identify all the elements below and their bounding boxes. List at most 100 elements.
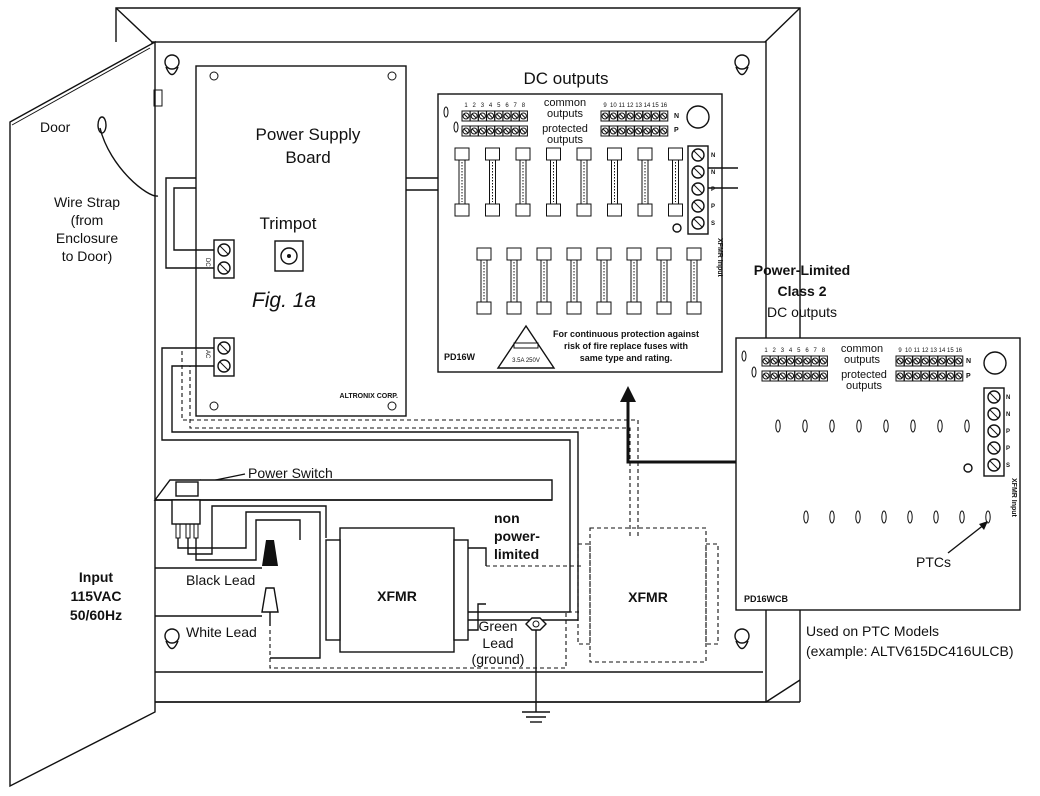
svg-text:Used on PTC Models: Used on PTC Models — [806, 623, 939, 639]
fuse-clip — [566, 247, 582, 261]
terminal-number: 1 — [464, 103, 468, 109]
terminal-number: 10 — [610, 103, 617, 109]
fuse-clip — [637, 147, 653, 161]
terminal-number: 4 — [489, 103, 493, 109]
terminal-number: 6 — [805, 348, 809, 354]
terminal-number: 2 — [773, 348, 777, 354]
ptc — [802, 419, 808, 433]
svg-text:(example: ALTV615DC416ULCB): (example: ALTV615DC416ULCB) — [806, 643, 1014, 659]
ptc — [829, 510, 835, 524]
alternate-transformer: XFMR — [577, 527, 719, 663]
terminal-number: 12 — [627, 103, 634, 109]
fuse-clip — [546, 147, 561, 161]
svg-text:(ground): (ground) — [472, 651, 525, 667]
svg-text:to Door): to Door) — [62, 248, 113, 264]
terminal-number: 11 — [619, 103, 626, 109]
wire-strap-label: Wire Strap (from Enclosure to Door) — [54, 194, 120, 264]
terminal-number: 16 — [955, 348, 962, 354]
terminal-number: 1 — [764, 348, 768, 354]
pd16wcb-label: PD16WCB — [744, 594, 789, 604]
input-terminal-letter: P — [1006, 446, 1010, 452]
terminal-number: 5 — [797, 348, 801, 354]
ptc — [964, 419, 970, 433]
ptc — [803, 510, 809, 524]
terminal-number: 11 — [914, 348, 921, 354]
svg-text:common: common — [841, 343, 883, 355]
terminal-number: 7 — [814, 348, 818, 354]
svg-text:power-: power- — [494, 528, 540, 544]
svg-text:same type and rating.: same type and rating. — [580, 353, 673, 363]
svg-text:risk of fire replace fuses wit: risk of fire replace fuses with — [564, 341, 688, 351]
svg-text:115VAC: 115VAC — [70, 588, 121, 604]
svg-text:P: P — [966, 373, 971, 380]
terminal-number: 9 — [898, 348, 902, 354]
input-terminal-letter: N — [711, 170, 715, 176]
xfmr-label: XFMR — [377, 588, 417, 604]
ptcs-label: PTCs — [916, 554, 951, 570]
svg-text:outputs: outputs — [844, 354, 881, 366]
white-lead-label: White Lead — [186, 624, 257, 640]
fuse-clip — [626, 247, 642, 261]
terminal-number: 3 — [481, 103, 485, 109]
terminal-number: 7 — [514, 103, 518, 109]
power-switch-label: Power Switch — [248, 465, 333, 481]
svg-text:outputs: outputs — [846, 380, 883, 392]
input-terminal-letter: P — [1006, 429, 1010, 435]
svg-text:outputs: outputs — [547, 134, 584, 146]
fuse-warning-label: For continuous protection against — [553, 329, 699, 339]
svg-text:Enclosure: Enclosure — [56, 230, 118, 246]
ptc — [855, 510, 861, 524]
fuse-clip — [485, 147, 500, 161]
non-power-limited-label: non power- limited — [494, 510, 540, 562]
green-lead-label: Green — [479, 618, 518, 634]
terminal-number: 13 — [635, 103, 642, 109]
power-limited-label: Power-Limited Class 2 DC outputs — [754, 262, 850, 320]
svg-text:outputs: outputs — [547, 108, 584, 120]
svg-text:Power-Limited: Power-Limited — [754, 262, 850, 278]
terminal-number: 16 — [660, 103, 667, 109]
fuse-clip — [686, 247, 702, 261]
ptc — [959, 510, 965, 524]
fuse-clip — [476, 247, 492, 261]
svg-text:Lead: Lead — [482, 635, 513, 651]
terminal-number: 10 — [905, 348, 912, 354]
door-label: Door — [40, 119, 71, 135]
terminal-number: 9 — [603, 103, 607, 109]
terminal-number: 15 — [947, 348, 954, 354]
svg-text:XFMR Input: XFMR Input — [716, 238, 723, 278]
svg-text:N: N — [674, 113, 679, 120]
fuse-clip — [454, 147, 470, 161]
terminal-number: 13 — [930, 348, 937, 354]
black-lead-label: Black Lead — [186, 572, 255, 588]
ac-terminal-block: AC — [204, 337, 235, 377]
svg-text:50/60Hz: 50/60Hz — [70, 607, 122, 623]
ptc — [883, 419, 889, 433]
ptc — [937, 419, 943, 433]
svg-text:P: P — [674, 127, 679, 134]
fuse-clip — [536, 247, 552, 261]
input-terminal-letter: S — [711, 221, 715, 227]
svg-text:Wire Strap: Wire Strap — [54, 194, 120, 210]
door — [9, 40, 163, 788]
common-outputs-label: common — [544, 97, 586, 109]
black-lead-wire-nut: Black Lead — [186, 540, 278, 588]
fuse-rating-label: 3.5A 250V — [512, 358, 540, 364]
svg-text:DC: DC — [204, 258, 210, 267]
svg-text:(from: (from — [71, 212, 104, 228]
svg-text:protected: protected — [841, 369, 887, 381]
input-terminal-letter: N — [1006, 395, 1010, 401]
fuse-clip — [506, 247, 522, 261]
trimpot-label: Trimpot — [260, 214, 317, 233]
ptc — [856, 419, 862, 433]
svg-text:AC: AC — [204, 350, 210, 359]
svg-text:N: N — [966, 358, 971, 365]
input-terminal-letter: S — [1006, 463, 1010, 469]
ptc — [881, 510, 887, 524]
terminal-number: 14 — [644, 103, 651, 109]
altronix-label: ALTRONIX CORP. — [340, 393, 399, 400]
svg-text:Input: Input — [79, 569, 114, 585]
svg-text:Class 2: Class 2 — [777, 283, 826, 299]
terminal-number: 14 — [939, 348, 946, 354]
